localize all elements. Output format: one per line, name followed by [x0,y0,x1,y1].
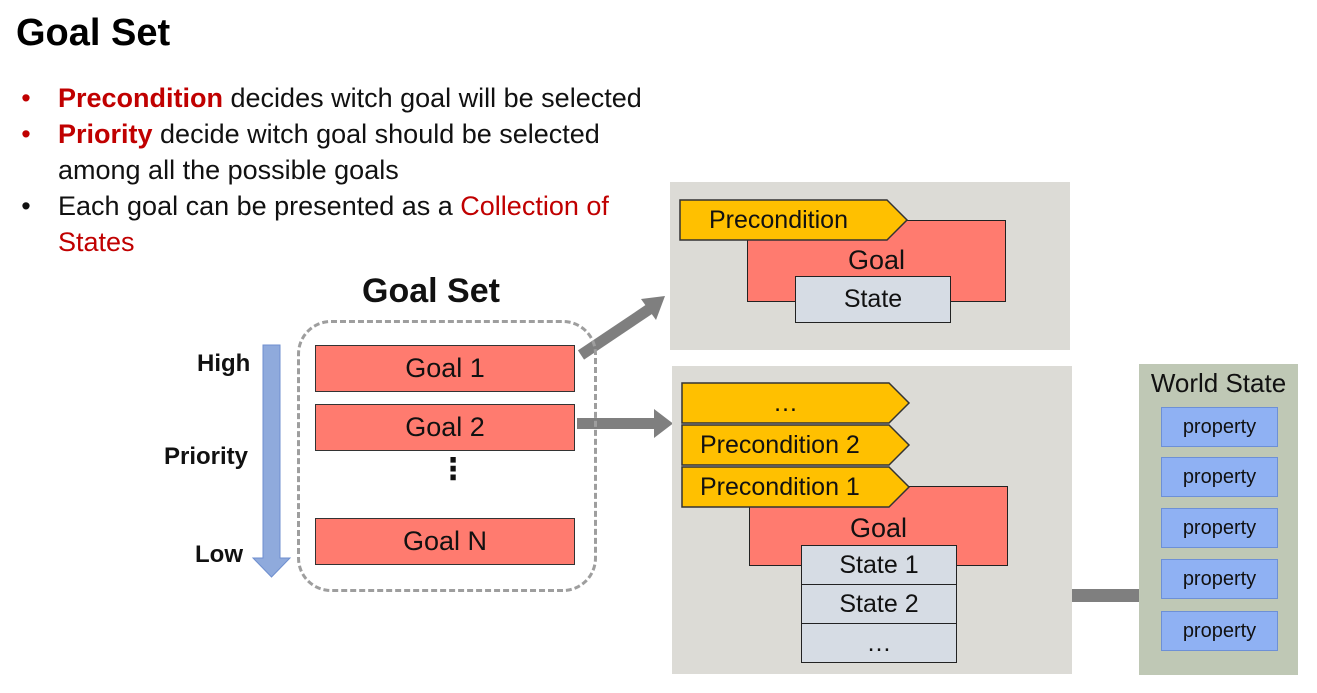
bullet-dot: • [21,83,31,113]
top-state-box: State [795,276,951,323]
world-property-4: property [1161,559,1278,599]
page-title: Goal Set [16,12,171,54]
bullet-text: decides witch goal will be selected [223,83,642,113]
bullet-dot: • [21,191,31,221]
bullet-list: • Precondition decides witch goal will b… [16,80,676,260]
bullet-text: decide witch goal should be selected amo… [58,119,600,185]
world-property-3: property [1161,508,1278,548]
state-ellipsis-box: … [801,623,957,663]
state-2-box: State 2 [801,584,957,624]
goal2-arrow-shaft [577,418,654,429]
goal-item-n: Goal N [315,518,575,565]
bullet-highlight: Precondition [58,83,224,113]
world-property-5: property [1161,611,1278,651]
precondition-1-label: Precondition 1 [700,472,860,501]
priority-high-label: High [197,350,251,377]
goal2-arrow-head [654,409,673,438]
precondition-ellipsis-label: … [773,388,798,417]
state-1-box: State 1 [801,545,957,585]
bullet-text: Each goal can be presented as a [58,191,461,221]
precondition-2-label: Precondition 2 [700,430,860,459]
world-property-2: property [1161,457,1278,497]
bottom-goal-label: Goal [849,513,908,543]
priority-low-label: Low [195,541,243,568]
priority-arrow [251,344,292,578]
bullet-precondition: • Precondition decides witch goal will b… [16,80,676,116]
priority-label: Priority [164,443,249,470]
bullet-dot: • [21,119,31,149]
bullet-priority: • Priority decide witch goal should be s… [16,116,676,188]
goal-set-container [297,320,597,592]
top-goal-label: Goal [847,245,906,275]
bullet-collection: • Each goal can be presented as a Collec… [16,188,676,260]
goal-set-title: Goal Set [362,272,500,310]
goal1-arrow-head [641,296,665,320]
world-state-title: World State [1150,368,1287,398]
goal-item-2: Goal 2 [315,404,575,451]
bullet-highlight: Collection of States [58,191,609,257]
goal-item-1: Goal 1 [315,345,575,392]
bullet-highlight: Priority [58,119,153,149]
world-property-1: property [1161,407,1278,447]
top-precondition-label: Precondition [709,205,848,234]
